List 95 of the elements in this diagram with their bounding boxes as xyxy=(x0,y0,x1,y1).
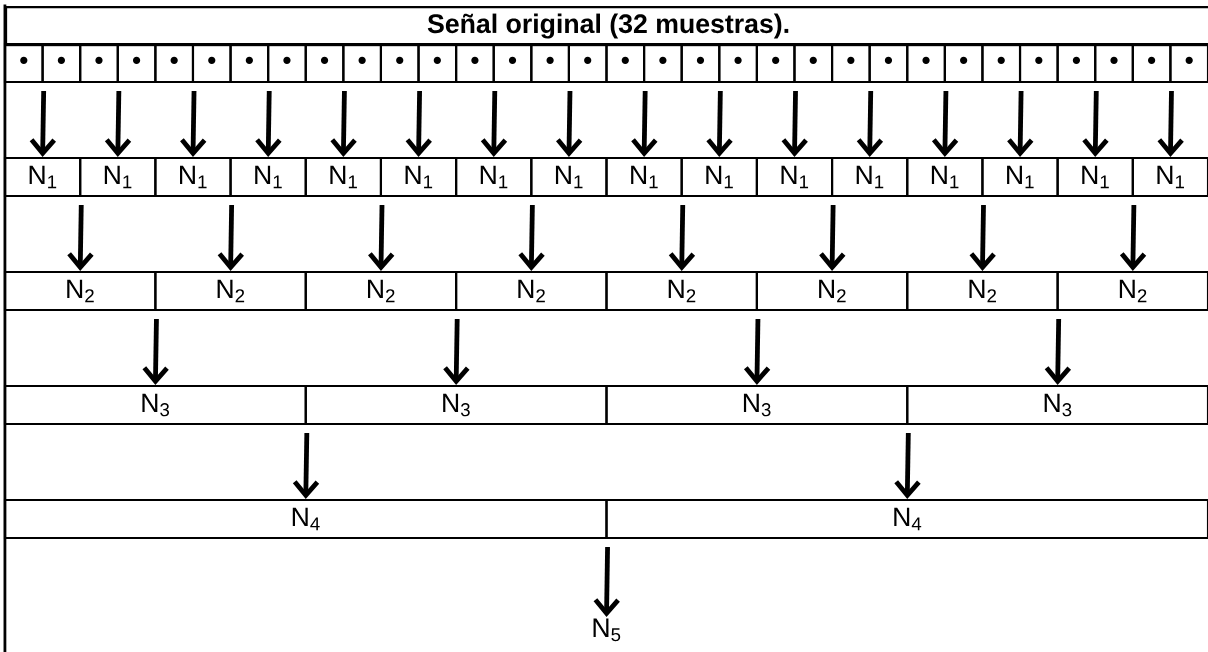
table-cell: N$_{3}$ xyxy=(304,384,608,426)
table-cell: N$_{2}$ xyxy=(304,270,458,312)
table-cell: N$_{1}$ xyxy=(981,156,1059,198)
table-cell: N$_{1}$ xyxy=(3,156,82,198)
arrow xyxy=(330,91,357,157)
arrow xyxy=(368,205,395,271)
title-bar: Señal original (32 muestras). xyxy=(5,6,1208,47)
table-cell: N$_{2}$ xyxy=(3,270,157,312)
arrow xyxy=(781,91,808,157)
arrow xyxy=(405,91,432,157)
table-cell: • xyxy=(116,42,157,84)
arrow xyxy=(480,91,508,157)
table-cell: N$_{2}$ xyxy=(455,270,608,312)
table-cell: • xyxy=(831,42,871,84)
table-cell: N$_{1}$ xyxy=(154,156,232,198)
table-cell: • xyxy=(1131,42,1172,84)
arrow xyxy=(142,319,169,385)
arrow xyxy=(1007,91,1034,157)
table-cell: • xyxy=(379,42,420,84)
arrow xyxy=(104,91,132,157)
table-cell: N$_{3}$ xyxy=(605,384,909,426)
table-cell: • xyxy=(981,42,1022,84)
arrow xyxy=(931,91,959,157)
table-cell: • xyxy=(154,42,195,84)
table-cell: • xyxy=(3,42,44,84)
table-cell: • xyxy=(1094,42,1134,84)
arrow xyxy=(217,205,244,271)
table-cell: • xyxy=(718,42,758,84)
arrow xyxy=(969,205,996,271)
arrow xyxy=(1119,205,1147,271)
table-cell: • xyxy=(755,42,796,84)
table-cell: N$_{2}$ xyxy=(605,270,758,312)
table-cell: N$_{1}$ xyxy=(455,156,533,198)
table-cell: • xyxy=(605,42,646,84)
table-cell: N$_{2}$ xyxy=(906,270,1059,312)
arrow xyxy=(894,433,921,499)
table-cell: N$_{1}$ xyxy=(831,156,909,198)
table-cell: • xyxy=(304,42,345,84)
table-cell: • xyxy=(1018,42,1059,84)
table-cell: • xyxy=(267,42,307,84)
table-cell: • xyxy=(229,42,270,84)
arrow xyxy=(1082,91,1109,157)
arrow xyxy=(743,319,771,385)
table-cell: N$_{3}$ xyxy=(906,384,1208,426)
table-cell: N$_{1}$ xyxy=(680,156,758,198)
arrow xyxy=(29,91,56,157)
table-cell: • xyxy=(41,42,82,84)
table-cell: • xyxy=(643,42,683,84)
table-cell: • xyxy=(906,42,946,84)
table-cell: • xyxy=(1169,42,1208,84)
table-cell: N$_{1}$ xyxy=(229,156,307,198)
table-cell: • xyxy=(567,42,608,84)
arrow xyxy=(292,433,320,499)
table-cell: N$_{1}$ xyxy=(304,156,382,198)
arrow xyxy=(856,91,884,157)
table-cell: N$_{1}$ xyxy=(605,156,683,198)
table-cell: • xyxy=(191,42,232,84)
table-cell: • xyxy=(417,42,458,84)
table-cell: N$_{1}$ xyxy=(755,156,834,198)
table-cell: • xyxy=(492,42,533,84)
table-cell: N$_{4}$ xyxy=(605,498,1208,540)
table-cell: N$_{2}$ xyxy=(154,270,307,312)
table-cell: • xyxy=(1056,42,1097,84)
arrow xyxy=(631,91,658,157)
table-cell: N$_{1}$ xyxy=(79,156,157,198)
table-cell: N$_{1}$ xyxy=(1056,156,1134,198)
arrow xyxy=(556,91,583,157)
arrow xyxy=(593,547,620,617)
table-cell: N$_{2}$ xyxy=(755,270,909,312)
arrow xyxy=(518,205,545,271)
arrow xyxy=(443,319,470,385)
arrow xyxy=(255,91,282,157)
node-label: N$_{5}$ xyxy=(593,618,621,642)
table-cell: N$_{1}$ xyxy=(1131,156,1208,198)
table-cell: N$_{1}$ xyxy=(906,156,984,198)
arrow xyxy=(1157,91,1184,157)
table-cell: • xyxy=(79,42,119,84)
arrow xyxy=(668,205,696,271)
table-cell: N$_{1}$ xyxy=(530,156,608,198)
table-cell: • xyxy=(530,42,570,84)
table-cell: • xyxy=(943,42,984,84)
table-cell: • xyxy=(342,42,382,84)
table-cell: • xyxy=(455,42,495,84)
arrow xyxy=(180,91,207,157)
table-cell: • xyxy=(680,42,721,84)
arrow xyxy=(819,205,846,271)
arrow xyxy=(706,91,733,157)
arrow xyxy=(1044,319,1072,385)
arrow xyxy=(67,205,94,271)
table-cell: N$_{2}$ xyxy=(1056,270,1208,312)
table-cell: N$_{4}$ xyxy=(3,498,608,540)
table-cell: N$_{3}$ xyxy=(3,384,307,426)
table-cell: • xyxy=(793,42,834,84)
table-cell: N$_{1}$ xyxy=(379,156,458,198)
table-cell: • xyxy=(868,42,909,84)
